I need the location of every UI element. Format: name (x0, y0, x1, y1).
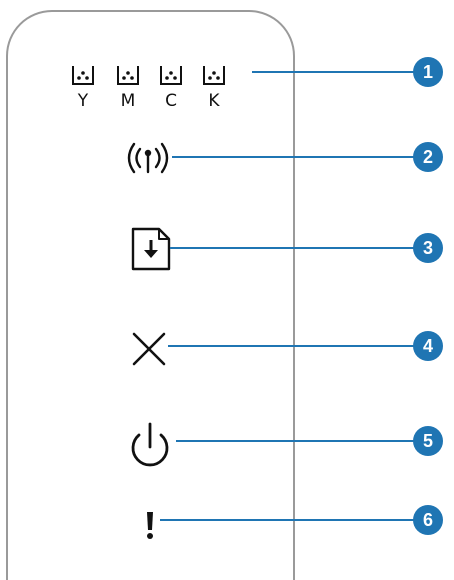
cartridge-label-c: C (165, 91, 177, 111)
cartridge-label-k: K (208, 91, 220, 111)
document-download-icon[interactable] (128, 226, 172, 272)
callout-badge-4: 4 (413, 331, 443, 361)
cancel-icon[interactable] (126, 326, 172, 372)
callout-leader-6 (160, 519, 422, 521)
callout-leader-4 (168, 345, 422, 347)
callout-leader-5 (176, 440, 422, 442)
printer-control-panel (6, 10, 295, 580)
callout-leader-2 (172, 156, 422, 158)
wireless-icon[interactable] (116, 136, 180, 180)
callout-leader-3 (170, 247, 422, 249)
toner-icon (117, 66, 139, 85)
cartridge-label-y: Y (77, 91, 89, 111)
cartridge-label-m: M (120, 91, 136, 111)
callout-badge-5: 5 (413, 426, 443, 456)
toner-icon (160, 66, 182, 85)
callout-badge-3: 3 (413, 233, 443, 263)
warning-icon (147, 512, 153, 539)
callout-badge-2: 2 (413, 142, 443, 172)
callout-badge-6: 6 (413, 505, 443, 535)
toner-icon (203, 66, 225, 85)
power-icon[interactable] (120, 417, 180, 477)
callout-badge-1: 1 (413, 57, 443, 87)
toner-icon (72, 66, 94, 85)
callout-leader-1 (252, 71, 422, 73)
